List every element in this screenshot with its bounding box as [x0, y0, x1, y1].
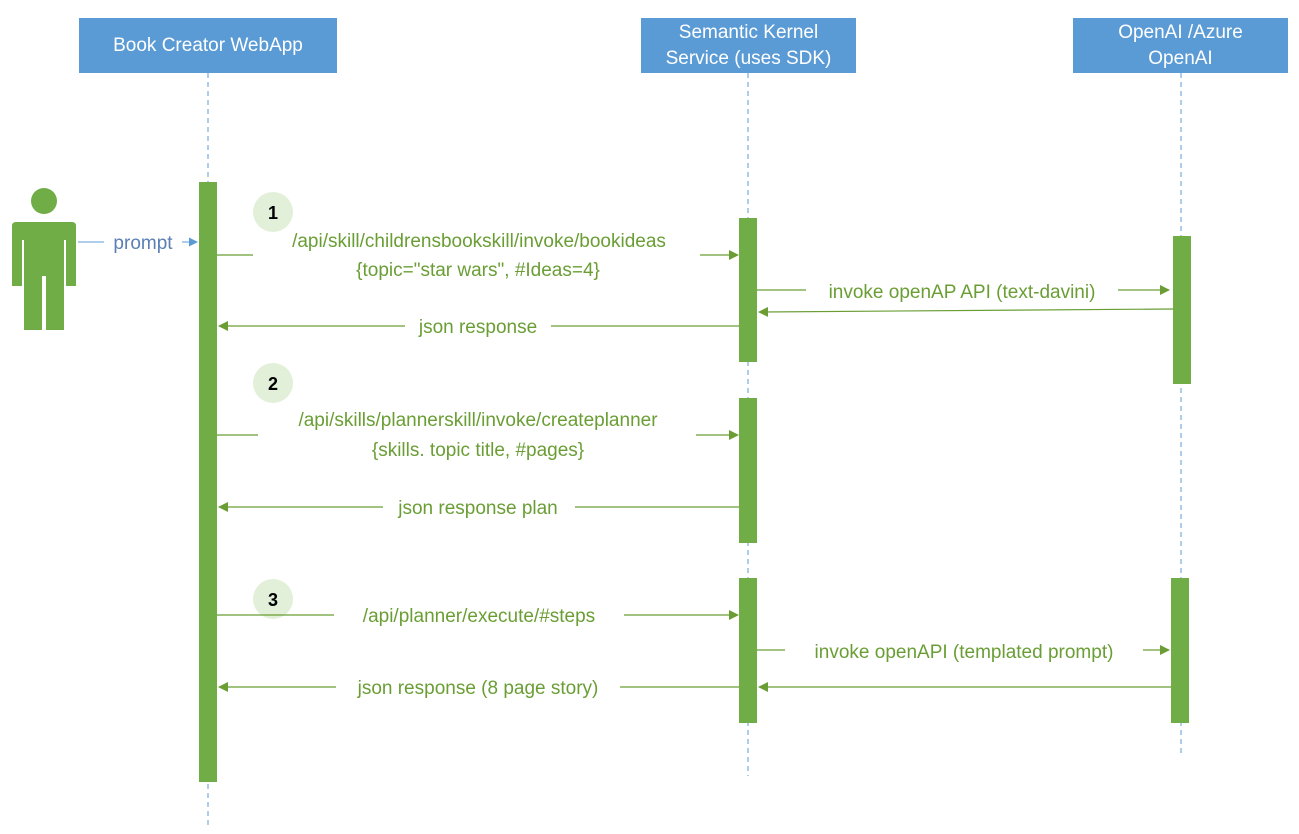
- lane-title-semantic-kernel: Semantic Kernel Service (uses SDK): [665, 21, 832, 69]
- msg-createplanner-label: /api/skills/plannerskill/invoke/createpl…: [298, 410, 658, 431]
- step-3-number: 3: [268, 590, 278, 610]
- msg-execute-label: /api/planner/execute/#steps: [363, 606, 595, 627]
- return-story-label: json response (8 page story): [357, 678, 599, 699]
- msg-openai-1-label: invoke openAP API (text-davini): [829, 282, 1096, 303]
- step-1-badge: [253, 192, 293, 232]
- step-2-number: 2: [268, 374, 278, 394]
- msg-bookideas-params: {topic="star wars", #Ideas=4}: [356, 260, 600, 281]
- step-1-number: 1: [268, 203, 278, 223]
- lane-title-openai: OpenAI /Azure OpenAI: [1118, 21, 1243, 69]
- msg-bookideas-label: /api/skill/childrensbookskill/invoke/boo…: [292, 231, 666, 252]
- return-openai-1-arrow: [758, 306, 1174, 317]
- lane-title-webapp: Book Creator WebApp: [113, 34, 303, 56]
- activation-sk-2: [739, 398, 757, 543]
- step-2-badge: [253, 363, 293, 403]
- person-icon: [12, 188, 76, 330]
- activation-sk-1: [739, 218, 757, 362]
- activation-sk-3: [739, 578, 757, 723]
- return-plan-label: json response plan: [397, 498, 558, 519]
- lane-header-semantic-kernel: Semantic Kernel Service (uses SDK): [641, 18, 856, 73]
- prompt-label: prompt: [113, 233, 173, 254]
- msg-openai-2-label: invoke openAPI (templated prompt): [815, 642, 1114, 663]
- lane-header-openai: OpenAI /Azure OpenAI: [1073, 18, 1288, 73]
- activation-openai-1: [1173, 236, 1191, 384]
- return-json-label: json response: [418, 317, 537, 338]
- msg-createplanner-params: {skills. topic title, #pages}: [372, 440, 584, 461]
- activation-webapp: [199, 182, 217, 782]
- step-3-badge: [253, 579, 293, 619]
- activation-openai-2: [1171, 578, 1189, 723]
- lane-header-webapp: Book Creator WebApp: [79, 18, 337, 73]
